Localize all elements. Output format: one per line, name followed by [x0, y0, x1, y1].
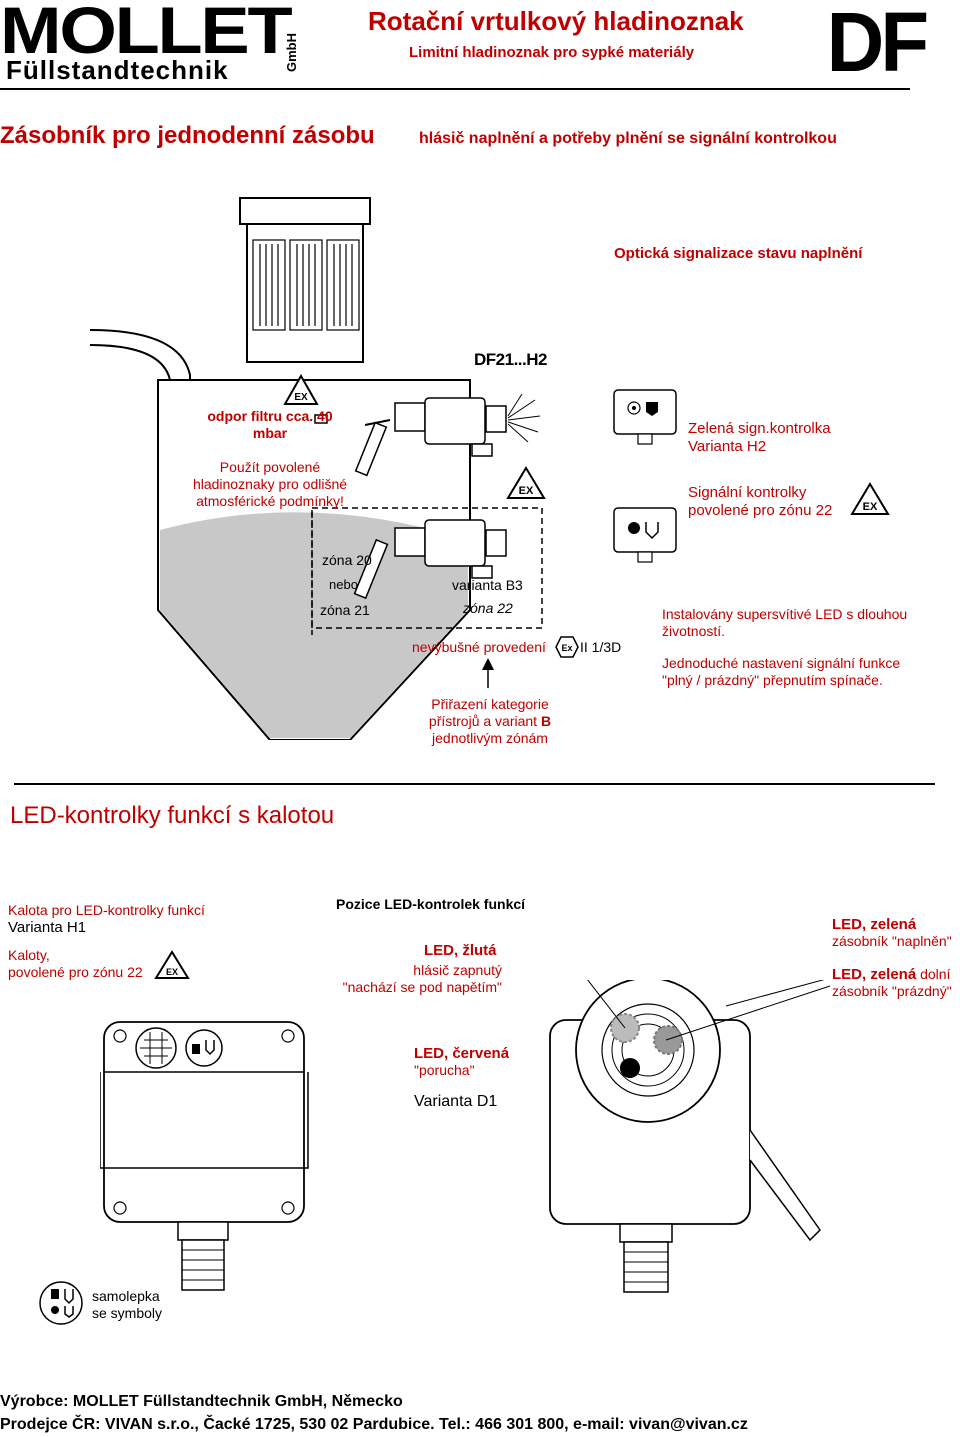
variant-b3-label: varianta B3 — [452, 577, 523, 593]
page-title: Rotační vrtulkový hladinoznak — [368, 6, 744, 36]
page-subtitle: Limitní hladinoznak pro sypké materiály — [409, 44, 695, 61]
signal-line-1: Signální kontrolky — [688, 484, 807, 501]
mollet-logo: MOLLET — [0, 0, 293, 67]
ex-warning-icon: EX — [283, 374, 319, 405]
assign-line-2a: přístrojů a variant — [428, 713, 541, 729]
simple-line-1: Jednoduché nastavení signální funkce — [662, 655, 901, 671]
svg-text:EX: EX — [519, 485, 534, 497]
svg-text:EX: EX — [166, 967, 178, 977]
kalota-text: Kalota pro LED-kontrolky funkcí Varianta… — [8, 902, 205, 936]
led-green-2-bold: LED, zelená — [832, 966, 917, 983]
green-lamp-text: Zelená sign.kontrolka Varianta H2 — [688, 420, 831, 456]
led-green-1-label: LED, zelená — [832, 916, 917, 933]
mollet-logo-gmbh: GmbH — [284, 33, 299, 72]
category-label: II 1/3D — [580, 639, 622, 655]
signal-line-2: povolené pro zónu 22 — [688, 502, 833, 519]
kalota-line-1: Kalota pro LED-kontrolky funkcí — [8, 902, 205, 918]
yellow-desc: hlásič zapnutý "nachází se pod napětím" — [336, 962, 502, 996]
installed-line-1: Instalovány supersvítivé LED s dlouhou — [662, 606, 908, 622]
yellow-desc-2: "nachází se pod napětím" — [342, 979, 502, 995]
red-desc: "porucha" — [414, 1062, 475, 1078]
nebo-label: nebo — [329, 577, 358, 592]
use-line-1: Použít povolené — [219, 459, 321, 475]
mollet-logo-subtitle: Füllstandtechnik — [6, 55, 229, 85]
green-line-1: Zelená sign.kontrolka — [688, 420, 831, 437]
assignment-text: Přiřazení kategorie přístrojů a variant … — [420, 696, 560, 747]
signal-lamps — [613, 389, 677, 563]
green-desc-1: zásobník "naplněn" — [832, 933, 952, 949]
ex-warning-icon: EX — [154, 950, 190, 979]
installed-line-2: životností. — [662, 623, 726, 639]
led-yellow-label: LED, žlutá — [424, 942, 497, 959]
installed-led-text: Instalovány supersvítivé LED s dlouhou ž… — [662, 606, 907, 640]
header-divider — [0, 88, 910, 90]
ex-warning-icon: EX — [850, 482, 890, 515]
sticker-line-1: samolepka — [92, 1288, 160, 1304]
simple-line-2: "plný / prázdný" přepnutím spínače. — [662, 672, 883, 688]
housing-kalota-h1 — [100, 1021, 309, 1291]
housing-led-positions — [549, 980, 831, 1293]
filter-resistance-text: odpor filtru cca. 40 mbar — [200, 408, 340, 442]
sticker-text: samolepka se symboly — [92, 1288, 162, 1322]
section2-heading: LED-kontrolky funkcí s kalotou — [10, 802, 335, 829]
yellow-desc-1: hlásič zapnutý — [413, 962, 502, 978]
variant-d1-label: Varianta D1 — [414, 1093, 498, 1110]
svg-text:Ex: Ex — [561, 643, 572, 653]
sticker-icon — [39, 1281, 83, 1325]
svg-text:EX: EX — [294, 392, 308, 403]
footer-distributor: Prodejce ČR: VIVAN s.r.o., Čacké 1725, 5… — [0, 1416, 748, 1433]
signal-lamps-text: Signální kontrolky povolené pro zónu 22 — [688, 484, 832, 520]
svg-text:EX: EX — [863, 501, 878, 513]
green-desc-2: zásobník "prázdný" — [832, 983, 952, 999]
kaloty-line-1: Kaloty, — [8, 947, 50, 963]
assign-line-1: Přiřazení kategorie — [431, 696, 549, 712]
zone-21-label: zóna 21 — [320, 602, 370, 618]
df-logo: DF — [826, 0, 930, 89]
led-green-2-label: LED, zelená dolní — [832, 966, 950, 983]
optical-signal-label: Optická signalizace stavu naplnění — [614, 245, 863, 262]
kalota-line-2: Varianta H1 — [8, 919, 87, 936]
kaloty-line-2: povolené pro zónu 22 — [8, 964, 143, 980]
ex-hexagon-icon: Ex — [555, 636, 579, 658]
led-green-2-suffix: dolní — [916, 966, 951, 982]
use-approved-text: Použít povolené hladinoznaky pro odlišné… — [185, 459, 355, 510]
assign-line-3: jednotlivým zónám — [432, 730, 548, 746]
kaloty-text: Kaloty, povolené pro zónu 22 — [8, 947, 143, 981]
sticker-line-2: se symboly — [92, 1305, 163, 1321]
filter-line-1: odpor filtru cca. 40 — [207, 408, 333, 424]
green-line-2: Varianta H2 — [688, 438, 767, 455]
simple-setting-text: Jednoduché nastavení signální funkce "pl… — [662, 655, 900, 689]
explosion-proof-label: nevýbušné provedení — [412, 639, 546, 655]
position-title: Pozice LED-kontrolek funkcí — [336, 896, 526, 912]
section1-subheading: hlásič naplnění a potřeby plnění se sign… — [419, 130, 837, 147]
zone-20-label: zóna 20 — [322, 552, 372, 568]
zone-22-label: zóna 22 — [463, 600, 513, 616]
use-line-3: atmosférické podmínky! — [196, 493, 344, 509]
silo-diagram — [90, 197, 543, 740]
use-line-2: hladinoznaky pro odlišné — [192, 476, 348, 492]
section-divider — [14, 783, 935, 785]
led-red-label: LED, červená — [414, 1045, 510, 1062]
assign-line-2b: B — [540, 713, 552, 729]
model-label: DF21...H2 — [474, 350, 547, 369]
filter-line-2: mbar — [252, 425, 288, 441]
section1-heading: Zásobník pro jednodenní zásobu — [0, 122, 375, 149]
footer-manufacturer: Výrobce: MOLLET Füllstandtechnik GmbH, N… — [0, 1393, 403, 1410]
ex-warning-icon: EX — [506, 466, 546, 499]
assign-line-2: přístrojů a variant B — [420, 713, 560, 730]
